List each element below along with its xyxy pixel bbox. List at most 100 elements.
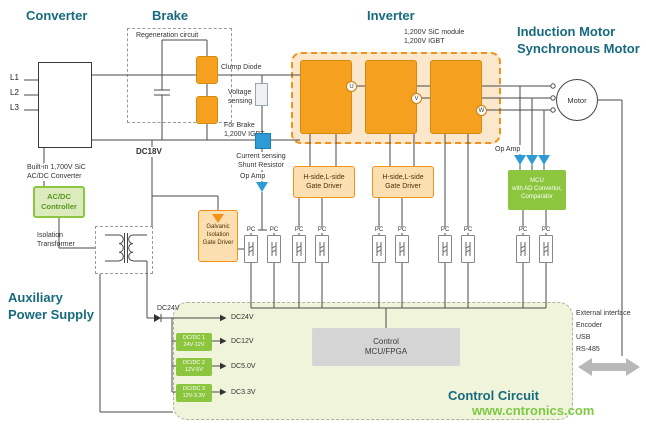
clump-diode-box xyxy=(196,56,218,84)
photocoupler-icon xyxy=(465,242,471,256)
op-amp-v-icon xyxy=(526,155,538,165)
photocoupler-icon xyxy=(248,242,254,256)
dc24v-in-label: DC24V xyxy=(157,305,180,312)
clump-diode-label: Clump Diode xyxy=(221,64,262,71)
input-l1-label: L1 xyxy=(10,73,19,82)
rectifier-box xyxy=(38,62,92,148)
op-amp-u-icon xyxy=(514,155,526,165)
dcdc3-box: DC/DC 3 12V-3.3V xyxy=(176,384,212,402)
photocoupler xyxy=(267,235,281,263)
phase-v-terminal: V xyxy=(411,93,422,104)
gate-drive-supply-wires xyxy=(151,140,244,250)
input-l2-label: L2 xyxy=(10,88,19,97)
galvanic-amp-icon xyxy=(212,214,224,223)
inverter-module-2 xyxy=(365,60,417,134)
photocoupler xyxy=(372,235,386,263)
pc-label: PC xyxy=(372,227,386,233)
photocoupler-icon xyxy=(319,242,325,256)
mcu-ad-box: MCU with AD Convertor, Comparator xyxy=(508,170,566,210)
regeneration-circuit-label: Regeneration circuit xyxy=(136,32,199,39)
current-sensing-label: Current sensing Shunt Resistor xyxy=(228,152,294,171)
phase-v-label: V xyxy=(414,95,419,102)
photocoupler xyxy=(244,235,258,263)
phase-u-terminal: U xyxy=(346,81,357,92)
dc12v-out-label: DC12V xyxy=(231,338,254,345)
control-circuit-title: Control Circuit xyxy=(448,388,539,403)
aux-supply-wires xyxy=(99,261,227,413)
pc-to-control-wires xyxy=(250,263,547,328)
pc-label: PC xyxy=(516,227,530,233)
photocoupler-icon xyxy=(442,242,448,256)
brake-igbt-box xyxy=(196,96,218,124)
pc-label: PC xyxy=(315,227,329,233)
pc-label: PC xyxy=(395,227,409,233)
inverter-module-3 xyxy=(430,60,482,134)
watermark: www.cntronics.com xyxy=(472,403,595,418)
photocoupler-icon xyxy=(399,242,405,256)
op-amp-right-label: Op Amp xyxy=(495,145,525,155)
dc24v-arrow xyxy=(220,314,227,322)
external-interface-arrow xyxy=(578,358,640,376)
phase-w-terminal: W xyxy=(476,105,487,116)
dcdc2-box: DC/DC 2 12V-5V xyxy=(176,358,212,376)
photocoupler xyxy=(438,235,452,263)
photocoupler xyxy=(516,235,530,263)
pc-label: PC xyxy=(539,227,553,233)
gate-driver-wires xyxy=(298,134,469,235)
dc5v-arrow xyxy=(220,362,227,370)
aux-power-title: Auxiliary Power Supply xyxy=(8,290,94,322)
shunt-resistor-box xyxy=(255,133,271,149)
converter-title: Converter xyxy=(26,8,88,23)
photocoupler-icon xyxy=(543,242,549,256)
pc-label: PC xyxy=(461,227,475,233)
voltage-sensing-box xyxy=(255,83,268,106)
photocoupler-icon xyxy=(271,242,277,256)
external-interface-label: External interface Encoder USB RS-485 xyxy=(576,310,631,353)
photocoupler xyxy=(315,235,329,263)
brake-circuit-wires xyxy=(154,39,208,140)
phase-w-label: W xyxy=(478,107,485,114)
capacitor-symbol xyxy=(154,75,170,140)
dc3v3-arrow xyxy=(220,388,227,396)
inverter-title: Inverter xyxy=(367,8,415,23)
input-l3-label: L3 xyxy=(10,103,19,112)
pc-label: PC xyxy=(244,227,258,233)
sic-module-label: 1,200V SiC module 1,200V IGBT xyxy=(404,29,465,46)
dc3v3-out-label: DC3.3V xyxy=(231,389,256,396)
photocoupler xyxy=(292,235,306,263)
photocoupler xyxy=(539,235,553,263)
control-mcu-fpga-box: Control MCU/FPGA xyxy=(312,328,460,366)
photocoupler xyxy=(395,235,409,263)
photocoupler-icon xyxy=(376,242,382,256)
photocoupler-icon xyxy=(520,242,526,256)
op-amp-left-label: Op Amp xyxy=(240,172,270,182)
pc-label: PC xyxy=(267,227,281,233)
pc-label: PC xyxy=(292,227,306,233)
dcdc1-box: DC/DC 1 24V-12V xyxy=(176,333,212,351)
transformer-symbol xyxy=(105,233,147,263)
isolation-transformer-label: Isolation Transformer xyxy=(37,232,75,249)
motor-circle: Motor xyxy=(556,79,598,121)
dc18v-label: DC18V xyxy=(136,147,162,158)
photocoupler xyxy=(461,235,475,263)
op-amp-w-icon xyxy=(538,155,550,165)
photocoupler-icon xyxy=(296,242,302,256)
builtin-sic-label: Built-in 1,700V SiC AC/DC Converter xyxy=(27,163,86,182)
motor-title: Induction Motor Synchronous Motor xyxy=(517,24,640,56)
pc-label: PC xyxy=(438,227,452,233)
dc24v-diode-symbol xyxy=(154,314,162,322)
voltage-sensing-label: Voltage sensing xyxy=(228,89,253,106)
gate-driver-2-box: H-side,L-side Gate Driver xyxy=(372,166,434,198)
phase-u-label: U xyxy=(349,83,354,90)
dc12v-arrow xyxy=(220,337,227,345)
acdc-controller-box: AC/DC Controller xyxy=(33,186,85,218)
dc24v-out-label: DC24V xyxy=(231,314,254,321)
mains-input-wires xyxy=(24,79,38,111)
dc5v-out-label: DC5.0V xyxy=(231,363,256,370)
gate-driver-1-box: H-side,L-side Gate Driver xyxy=(293,166,355,198)
isolation-transformer-area xyxy=(95,226,153,274)
brake-title: Brake xyxy=(152,8,189,23)
encoder-feedback-wires xyxy=(598,99,623,356)
